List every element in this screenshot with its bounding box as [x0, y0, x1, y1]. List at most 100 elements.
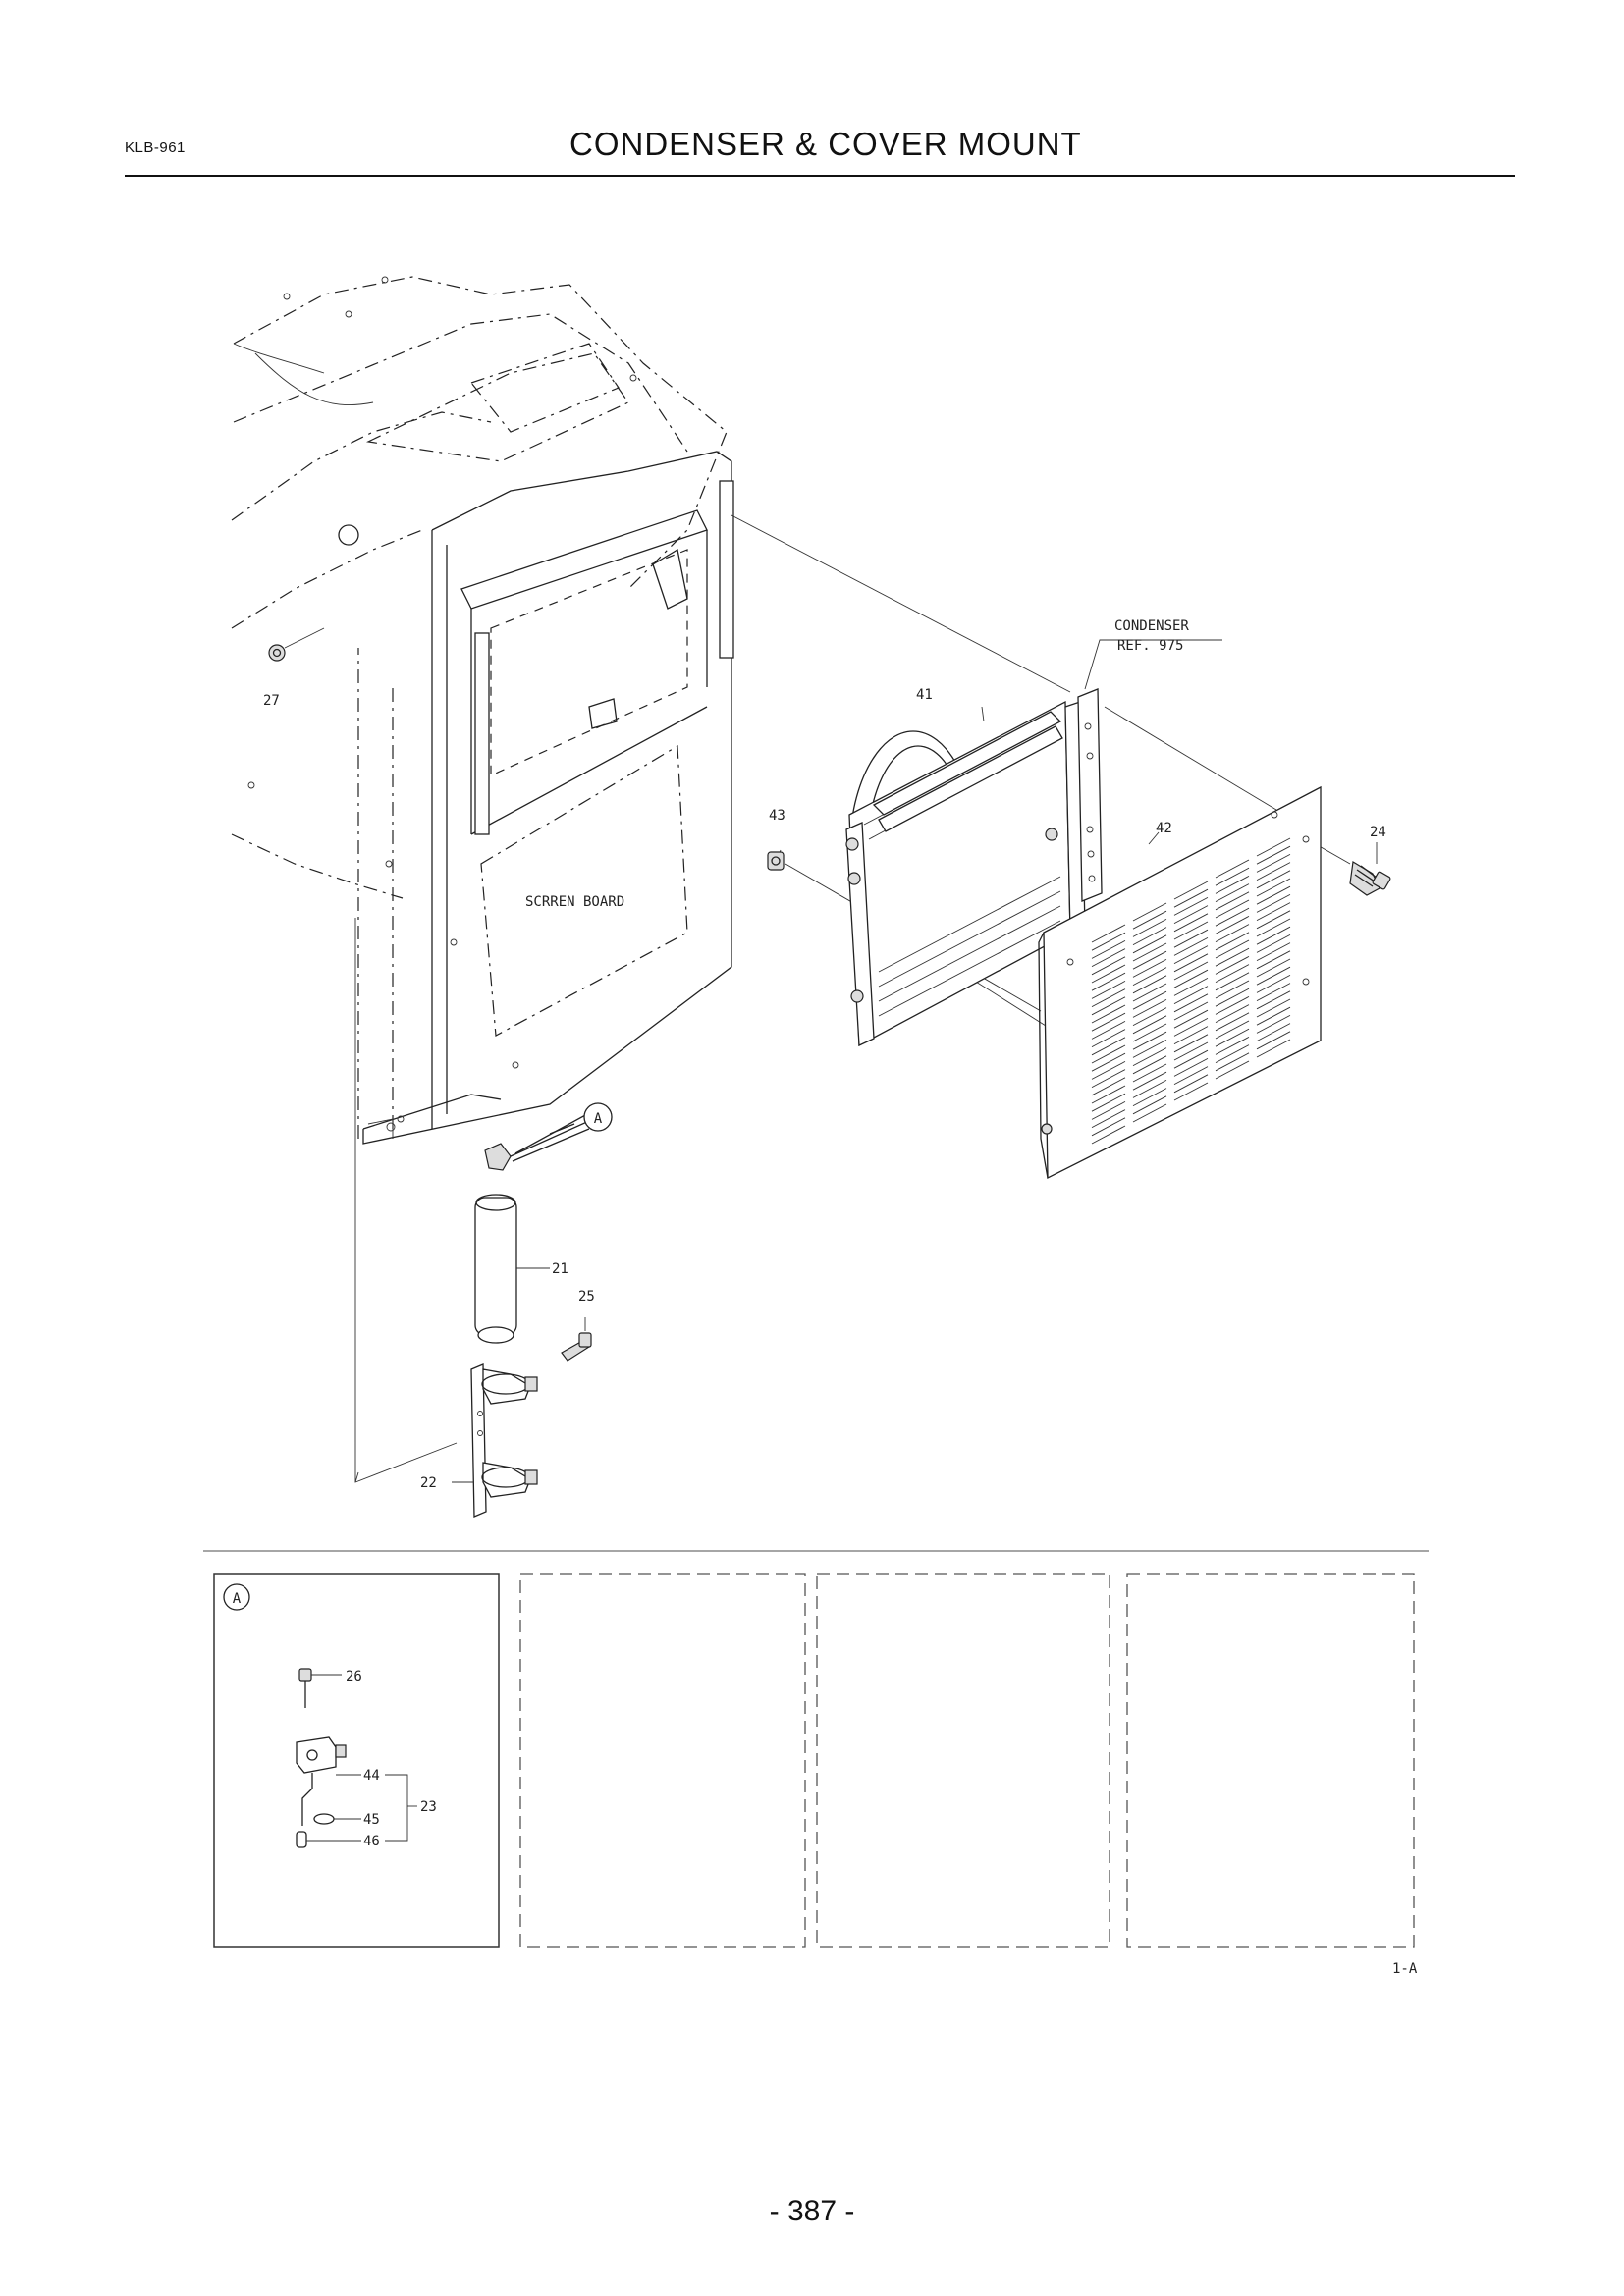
- grille-slot: [1215, 972, 1250, 991]
- grille-slot: [1173, 913, 1209, 933]
- grille-slot: [1215, 859, 1250, 879]
- grille-slot: [1173, 1009, 1209, 1029]
- part-label-22: 22: [420, 1475, 437, 1491]
- grille-slot: [1256, 1015, 1291, 1034]
- grille-slot: [1215, 1037, 1250, 1055]
- grille-slot: [1215, 1060, 1250, 1080]
- grille-slot: [1173, 921, 1209, 940]
- grille-slot: [1091, 981, 1126, 999]
- detail-panel-empty-3: [1126, 1573, 1415, 1948]
- part-label-46: 46: [363, 1834, 380, 1849]
- part-43-nut: [767, 851, 785, 871]
- grille-slot: [1215, 924, 1250, 942]
- grille-slot: [1091, 1044, 1126, 1064]
- grille-slot: [1173, 1034, 1209, 1053]
- grille-slot: [1091, 932, 1126, 951]
- part-label-43: 43: [769, 808, 785, 824]
- screen-board-label: SCRREN BOARD: [525, 894, 624, 910]
- grille-slot: [1215, 916, 1250, 934]
- grille-slot: [1256, 975, 1291, 993]
- grille-slot: [1256, 934, 1291, 953]
- grille-slot: [1215, 980, 1250, 999]
- condenser-label: CONDENSER: [1114, 618, 1189, 634]
- grille-slot: [1215, 939, 1250, 959]
- grille-slot: [1132, 1080, 1167, 1098]
- part-label-44: 44: [363, 1768, 380, 1784]
- part-24-bolt: [1349, 861, 1391, 896]
- grille-slot: [1215, 883, 1250, 902]
- grille-slot: [1256, 966, 1291, 986]
- grille-slot: [1132, 983, 1167, 1002]
- part-label-27: 27: [263, 693, 280, 709]
- grille-slot: [1215, 1044, 1250, 1063]
- grille-slot: [1091, 1077, 1126, 1096]
- part-42-cover-panel: [1038, 785, 1322, 1180]
- grille-slot: [1173, 1074, 1209, 1094]
- grille-slot: [1132, 910, 1167, 930]
- page-number: - 387 -: [769, 2195, 855, 2227]
- grille-slot: [1091, 1021, 1126, 1040]
- grille-slot: [1256, 1006, 1291, 1026]
- grille-slot: [1091, 964, 1126, 984]
- part-label-26: 26: [346, 1669, 362, 1684]
- grille-slot: [1132, 934, 1167, 954]
- grille-slot: [1256, 837, 1291, 857]
- grille-slot: [1132, 1071, 1167, 1091]
- grille-slot: [1215, 891, 1250, 911]
- grille-slot: [1091, 1085, 1126, 1104]
- grille-slot: [1215, 947, 1250, 967]
- grille-slot: [1215, 1020, 1250, 1040]
- grille-slot: [1256, 845, 1291, 865]
- part-label-41: 41: [916, 687, 933, 703]
- grille-slot: [1132, 1063, 1167, 1083]
- callout-fitting: A: [484, 1102, 613, 1171]
- grille-slot: [1132, 1031, 1167, 1050]
- condenser-ref-label: REF. 975: [1117, 638, 1183, 654]
- grille-slot: [1256, 1023, 1291, 1041]
- grille-slot: [1132, 990, 1167, 1010]
- grille-slot: [1132, 1055, 1167, 1075]
- part-21-receiver-drier: [474, 1194, 550, 1344]
- grille-slot: [1256, 942, 1291, 961]
- grille-slot: [1256, 894, 1291, 913]
- grille-slot: [1091, 924, 1126, 943]
- grille-slot: [1256, 983, 1291, 1001]
- grille-slot: [1091, 1052, 1126, 1072]
- grille-slot: [1132, 1015, 1167, 1035]
- part-25-bolt: [561, 1317, 592, 1362]
- grille-slot: [1173, 945, 1209, 964]
- grille-slot: [1091, 1093, 1126, 1112]
- detail-panel-empty-2: [816, 1573, 1110, 1948]
- grille-slot: [1173, 937, 1209, 956]
- grille-slot: [1132, 967, 1167, 986]
- grille-slot: [1215, 876, 1250, 894]
- grille-slot: [1256, 878, 1291, 897]
- grille-slot: [1173, 986, 1209, 1004]
- grille-slot: [1091, 1101, 1126, 1120]
- grille-slot: [1091, 948, 1126, 967]
- grille-slot: [1173, 897, 1209, 916]
- grille-slot: [1215, 964, 1250, 983]
- grille-slot: [1132, 959, 1167, 978]
- page-title: CONDENSER & COVER MOUNT: [569, 126, 1082, 162]
- grille-slot: [1215, 907, 1250, 927]
- grille-slot: [1173, 993, 1209, 1013]
- grille-slot: [1173, 888, 1209, 908]
- grille-slot: [1132, 1095, 1167, 1115]
- header-divider: [125, 175, 1515, 177]
- grille-slot: [1173, 978, 1209, 996]
- grille-slot: [1091, 1109, 1126, 1128]
- grille-slot: [1091, 1125, 1126, 1145]
- grille-slot: [1132, 950, 1167, 970]
- grille-slot: [1215, 932, 1250, 951]
- grille-slot: [1132, 1007, 1167, 1026]
- grille-slot: [1091, 1004, 1126, 1024]
- part-label-21: 21: [552, 1261, 568, 1277]
- grille-slot: [1173, 953, 1209, 973]
- part-22-bracket: [452, 1363, 538, 1518]
- grille-slot: [1215, 996, 1250, 1015]
- grille-slot: [1173, 1058, 1209, 1077]
- grille-slot: [1215, 1004, 1250, 1023]
- callout-a-letter: A: [594, 1111, 603, 1127]
